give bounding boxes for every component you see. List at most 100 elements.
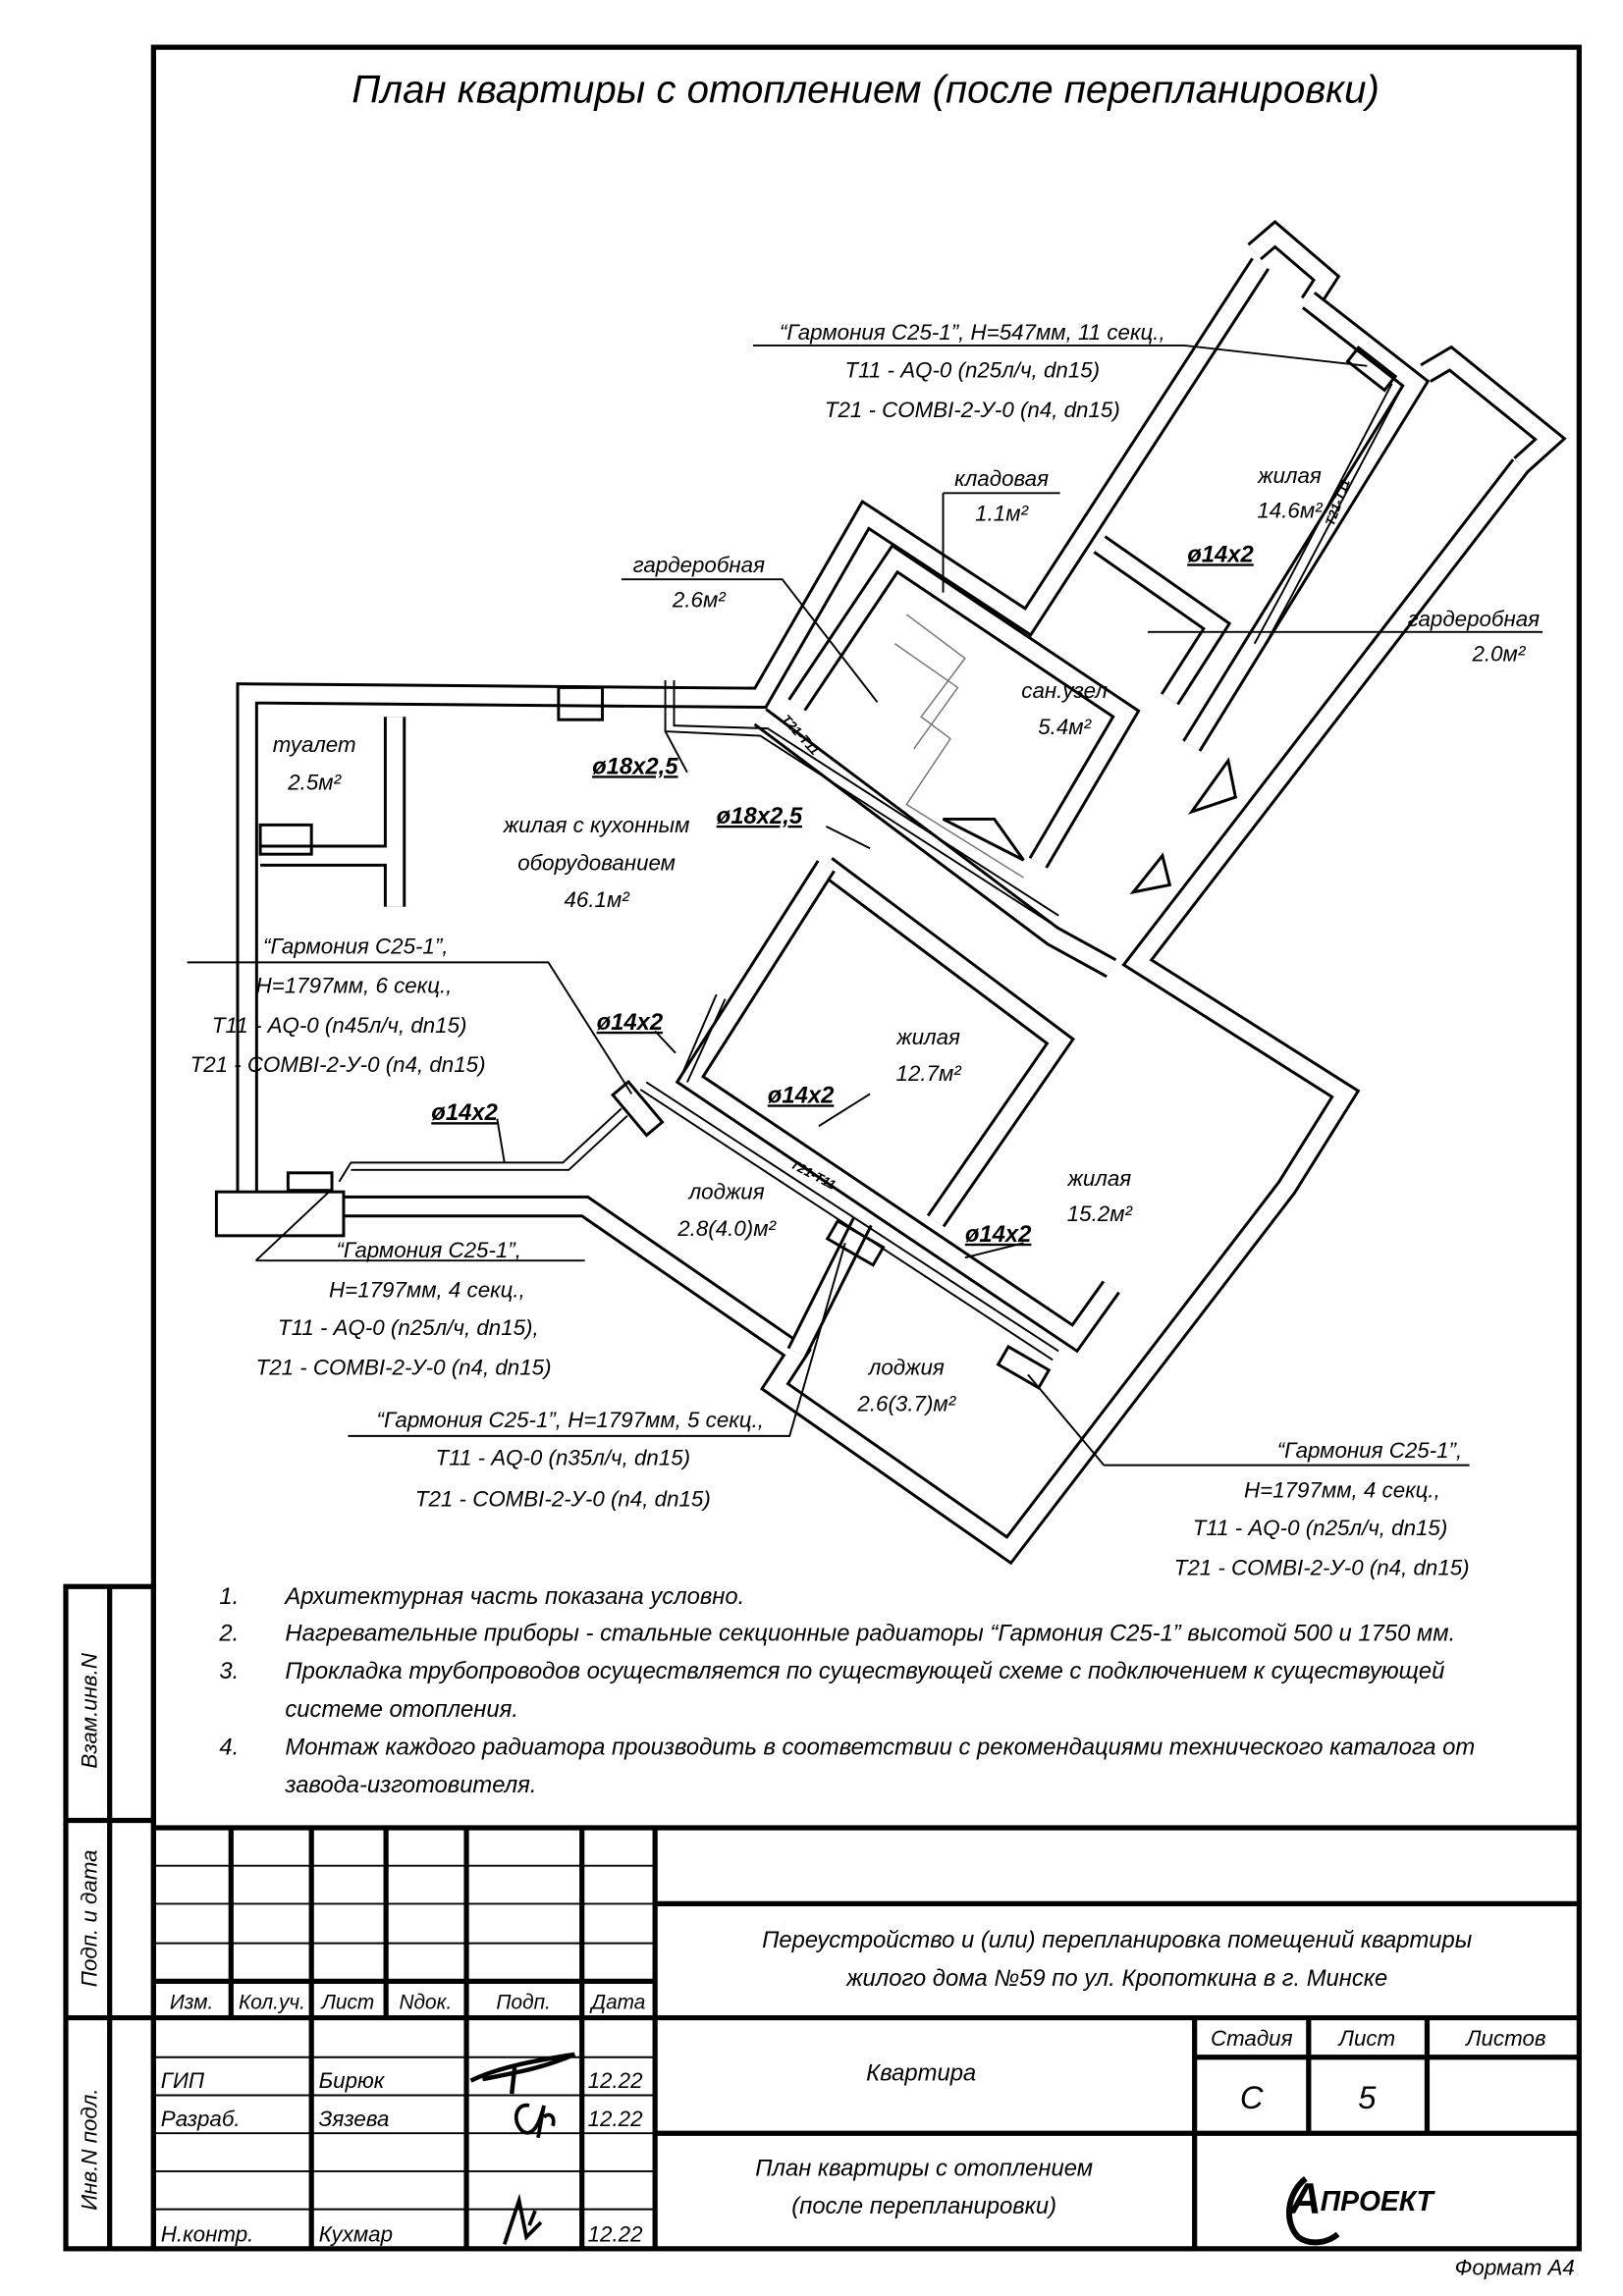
label-text: Нагревательные приборы - стальные секцио…: [285, 1620, 1455, 1646]
label-text: 12.7м²: [896, 1061, 963, 1086]
label-text: “Гармония С25-1”,: [337, 1238, 521, 1262]
label-text: Лист: [1337, 2026, 1396, 2051]
label-text: Монтаж каждого радиатора производить в с…: [285, 1735, 1475, 1761]
label-text: 12.22: [588, 2221, 643, 2246]
label-text: “Гармония С25-1”, Н=1797мм, 5 секц.,: [377, 1408, 764, 1432]
label-text: системе отопления.: [285, 1696, 518, 1723]
label-text: Переустройство и (или) перепланировка по…: [762, 1927, 1473, 1953]
label-text: 2.8(4.0)м²: [676, 1216, 777, 1241]
radiator-icon[interactable]: [610, 1079, 665, 1138]
label-text: С: [1240, 2079, 1264, 2115]
label-text: жилого дома №59 по ул. Кропоткина в г. М…: [845, 1965, 1387, 1992]
label-text: Н=1797мм, 6 секц.,: [256, 974, 453, 998]
radiator-icon[interactable]: [996, 1344, 1052, 1390]
label-text: Взам.инв.N: [77, 1652, 101, 1769]
radiator-label-1: “Гармония С25-1”, Н=547мм, 11 секц., Т11…: [780, 320, 1165, 422]
label-text: Подп.: [496, 1992, 550, 2014]
label-text: ø14х2: [431, 1099, 498, 1126]
label-text: 1.1м²: [975, 502, 1029, 526]
label-text: 46.1м²: [564, 887, 630, 912]
radiator-label-4: “Гармония С25-1”, Н=1797мм, 5 секц., Т11…: [377, 1408, 764, 1511]
label-text: Т11 - AQ-0 (n35л/ч, dn15): [436, 1446, 691, 1470]
paper-format: Формат А4: [1455, 2256, 1575, 2280]
label-text: 2.6(3.7)м²: [856, 1392, 956, 1416]
radiator-label-5: “Гармония С25-1”, Н=1797мм, 4 секц., Т11…: [1174, 1438, 1470, 1579]
label-text: жилая: [1257, 463, 1322, 488]
label-text: жилая: [895, 1025, 960, 1049]
label-text: 12.22: [588, 2068, 643, 2093]
label-text: Н=1797мм, 4 секц.,: [329, 1277, 525, 1302]
label-text: ø18х2,5: [592, 753, 678, 779]
label-text: Подп. и дата: [77, 1849, 101, 1987]
label-text: ø14х2: [768, 1082, 835, 1108]
room-labels: кладовая 1.1м² жилая 14.6м² гардеробная …: [273, 463, 1540, 1416]
label-text: 5.4м²: [1038, 715, 1092, 739]
leader-lines: [187, 344, 1543, 1467]
floor-plan-walls: [214, 220, 1567, 1566]
title-block: Изм. Кол.уч. Лист Nдок. Подп. Дата ГИП Б…: [153, 1825, 1580, 2249]
label-text: 4.: [219, 1735, 239, 1761]
label-text: Т21 - COMBI-2-У-0 (n4, dn15): [190, 1052, 486, 1077]
label-text: Бирюк: [319, 2068, 386, 2093]
label-text: оборудованием: [517, 851, 676, 876]
label-text: Квартира: [866, 2060, 976, 2087]
label-text: (после перепланировки): [791, 2193, 1056, 2219]
label-text: Т11 - AQ-0 (n25л/ч, dn15): [845, 358, 1101, 383]
sheet-frame: [150, 44, 1582, 2252]
label-text: Т11 - AQ-0 (n25л/ч, dn15): [1193, 1516, 1448, 1540]
radiator-icon[interactable]: [825, 1218, 886, 1267]
label-text: Nдок.: [399, 1992, 452, 2014]
label-text: ø14х2: [597, 1009, 664, 1036]
label-text: жилая с кухонным: [503, 813, 690, 837]
label-text: сан.узел: [1021, 678, 1108, 703]
label-text: Кол.уч.: [239, 1992, 305, 2014]
label-text: Прокладка трубопроводов осуществляется п…: [285, 1658, 1444, 1684]
label-text: Н.контр.: [161, 2221, 254, 2246]
label-text: ø14х2: [965, 1221, 1032, 1248]
label-text: жилая: [1067, 1166, 1132, 1191]
label-text: “Гармония С25-1”,: [1277, 1438, 1462, 1463]
label-text: 3.: [219, 1658, 239, 1684]
drawing-title: План квартиры с отоплением (после перепл…: [352, 68, 1380, 112]
label-text: Изм.: [170, 1992, 213, 2014]
label-text: А: [1288, 2175, 1321, 2223]
label-text: 15.2м²: [1067, 1201, 1134, 1226]
label-text: 1.: [219, 1583, 239, 1610]
label-text: гардеробная: [1408, 607, 1540, 631]
label-text: Лист: [320, 1992, 375, 2014]
label-text: Н=1797мм, 4 секц.,: [1244, 1477, 1440, 1502]
signature-biryuk: [469, 2052, 576, 2095]
label-text: лоджия: [867, 1355, 945, 1379]
label-text: 14.6м²: [1257, 499, 1324, 523]
label-text: Т21 - COMBI-2-У-0 (n4, dn15): [825, 398, 1120, 422]
label-text: Разраб.: [161, 2107, 241, 2131]
signature-kukhmar: [503, 2193, 543, 2245]
label-text: ø18х2,5: [717, 803, 803, 829]
signature-zyazeva: [514, 2103, 556, 2139]
label-text: 2.0м²: [1472, 642, 1527, 667]
label-text: Т21 - COMBI-2-У-0 (n4, dn15): [1174, 1555, 1470, 1579]
label-text: Инв.N подл.: [77, 2088, 101, 2210]
radiators: [286, 345, 1398, 1390]
company-logo: А ПРОЕКТ: [1286, 2175, 1436, 2246]
radiator-label-2: “Гармония С25-1”, Н=1797мм, 6 секц., Т11…: [190, 934, 486, 1077]
label-text: ПРОЕКТ: [1321, 2185, 1436, 2216]
radiator-icon[interactable]: [286, 1171, 334, 1193]
label-text: Архитектурная часть показана условно.: [283, 1583, 744, 1610]
label-text: Листов: [1464, 2026, 1545, 2051]
radiator-label-3: “Гармония С25-1”, Н=1797мм, 4 секц., Т11…: [256, 1238, 552, 1379]
heating-pipes: [338, 383, 1402, 1362]
label-text: “Гармония С25-1”, Н=547мм, 11 секц.,: [780, 320, 1165, 345]
label-text: 2.6м²: [672, 588, 727, 613]
label-text: 5: [1358, 2079, 1377, 2115]
label-text: кладовая: [954, 466, 1049, 491]
label-text: Кухмар: [319, 2221, 393, 2246]
label-text: Т21 - COMBI-2-У-0 (n4, dn15): [415, 1486, 711, 1511]
side-strip: Взам.инв.N Подп. и дата Инв.N подл.: [63, 1583, 156, 2252]
label-text: ГИП: [161, 2068, 205, 2093]
radiator-icon[interactable]: [1345, 345, 1398, 393]
general-notes: 1. Архитектурная часть показана условно.…: [218, 1583, 1475, 1798]
label-text: Стадия: [1211, 2026, 1293, 2051]
label-text: гардеробная: [633, 553, 765, 577]
